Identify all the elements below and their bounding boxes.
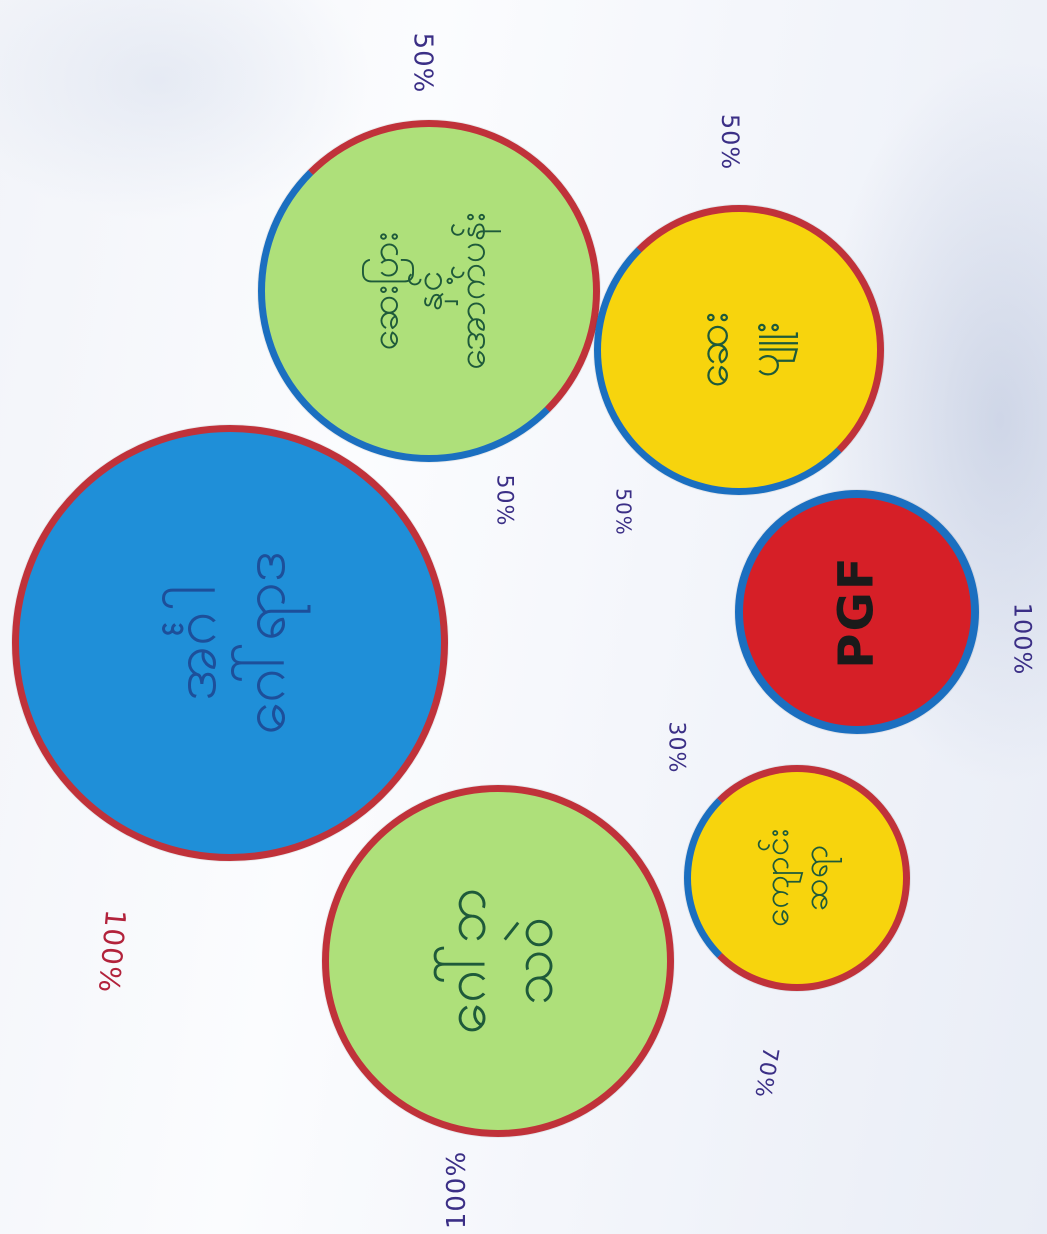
green-bottom-value: 100% — [442, 1151, 472, 1229]
yellow-top-circle-label: ဆေး ပျူး — [688, 312, 789, 388]
green-top-circle: ဆေးပြား နှင့် အောက်ပန်း — [258, 120, 600, 462]
yellow-bottom-circle-label: ကျောင်း ဆရာ — [758, 829, 836, 928]
pgf-left-value: 30% — [663, 722, 688, 774]
blue-large-circle: အင်္ဂါ ဂေါ်ရာဒ — [12, 425, 448, 861]
red-pgf-circle: PGF — [735, 490, 979, 734]
red-pgf-value: 100% — [1008, 603, 1036, 676]
green-bottom-circle: ဂေါ်ဘ သဝဲ — [322, 785, 674, 1137]
green-top-value: 50% — [407, 33, 437, 94]
blue-large-circle-label: အင်္ဂါ ဂေါ်ရာဒ — [161, 551, 299, 735]
blue-large-value: 100% — [92, 908, 132, 995]
yellow-bottom-circle: ကျောင်း ဆရာ — [684, 765, 910, 991]
red-pgf-circle-label: PGF — [829, 555, 884, 668]
green-top-left-value: 50% — [491, 475, 516, 527]
yellow-top-circle: ဆေး ပျူး — [594, 205, 884, 495]
green-top-circle-label: ဆေးပြား နှင့် အောက်ပန်း — [363, 212, 494, 370]
yellow-bottom-value: 70% — [749, 1045, 783, 1100]
green-bottom-circle-label: ဂေါ်ဘ သဝဲ — [431, 888, 564, 1035]
yellow-top-value: 50% — [716, 114, 744, 170]
yellow-top-left-value: 50% — [612, 488, 636, 535]
